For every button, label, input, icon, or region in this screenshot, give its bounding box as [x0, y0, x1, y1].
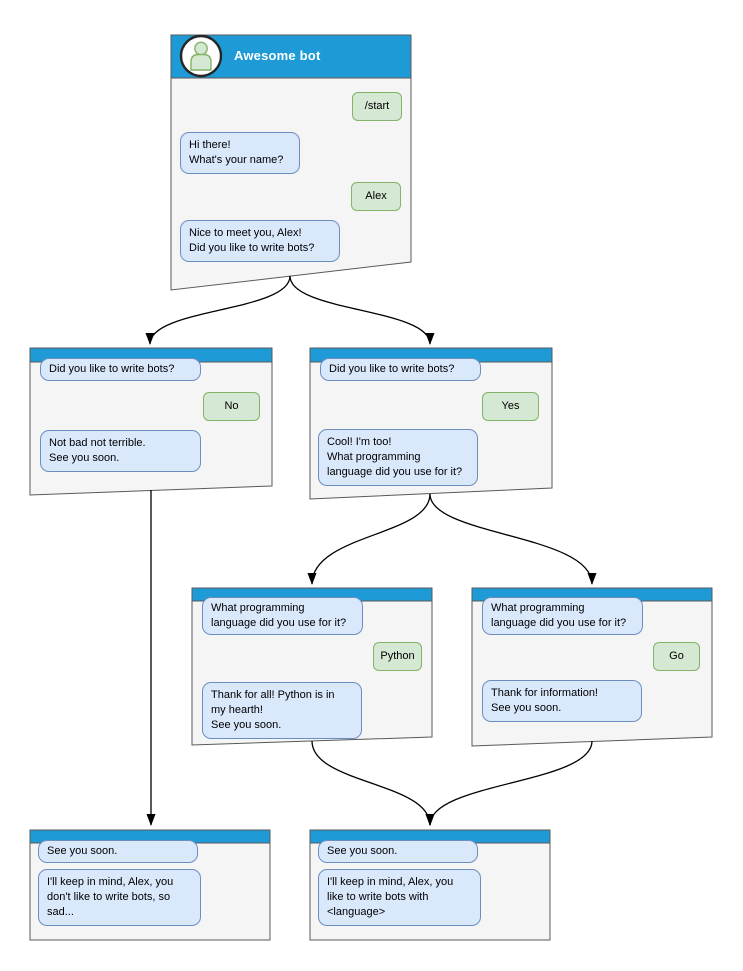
edge-yes-to-python [307, 493, 431, 585]
edge-root-to-yes [289, 275, 435, 345]
bot-message: I'll keep in mind, Alex, you don't like … [38, 869, 201, 926]
user-message: No [203, 392, 260, 421]
bot-message: Thank for information! See you soon. [482, 680, 642, 722]
bot-message: See you soon. [318, 840, 478, 863]
window-title: Awesome bot [234, 48, 321, 63]
bot-message: Nice to meet you, Alex! Did you like to … [180, 220, 340, 262]
edge-root-to-no [145, 275, 291, 345]
user-message: /start [352, 92, 402, 121]
bot-message: Did you like to write bots? [40, 358, 201, 381]
user-message: Alex [351, 182, 401, 211]
bot-message: I'll keep in mind, Alex, you like to wri… [318, 869, 481, 926]
person-icon [190, 41, 212, 71]
bot-message: Did you like to write bots? [320, 358, 481, 381]
bot-message: See you soon. [38, 840, 198, 863]
bot-message: What programming language did you use fo… [482, 597, 643, 635]
bot-message: Hi there! What's your name? [180, 132, 300, 174]
user-message: Python [373, 642, 422, 671]
edge-python-to-endyes [311, 740, 435, 826]
bot-message: Not bad not terrible. See you soon. [40, 430, 201, 472]
bot-message: What programming language did you use fo… [202, 597, 363, 635]
edge-go-to-endyes [425, 740, 593, 826]
bot-message: Cool! I'm too! What programming language… [318, 429, 478, 486]
user-message: Yes [482, 392, 539, 421]
user-message: Go [653, 642, 700, 671]
avatar [179, 34, 223, 78]
bot-message: Thank for all! Python is in my hearth! S… [202, 682, 362, 739]
edge-yes-to-go [429, 493, 597, 585]
